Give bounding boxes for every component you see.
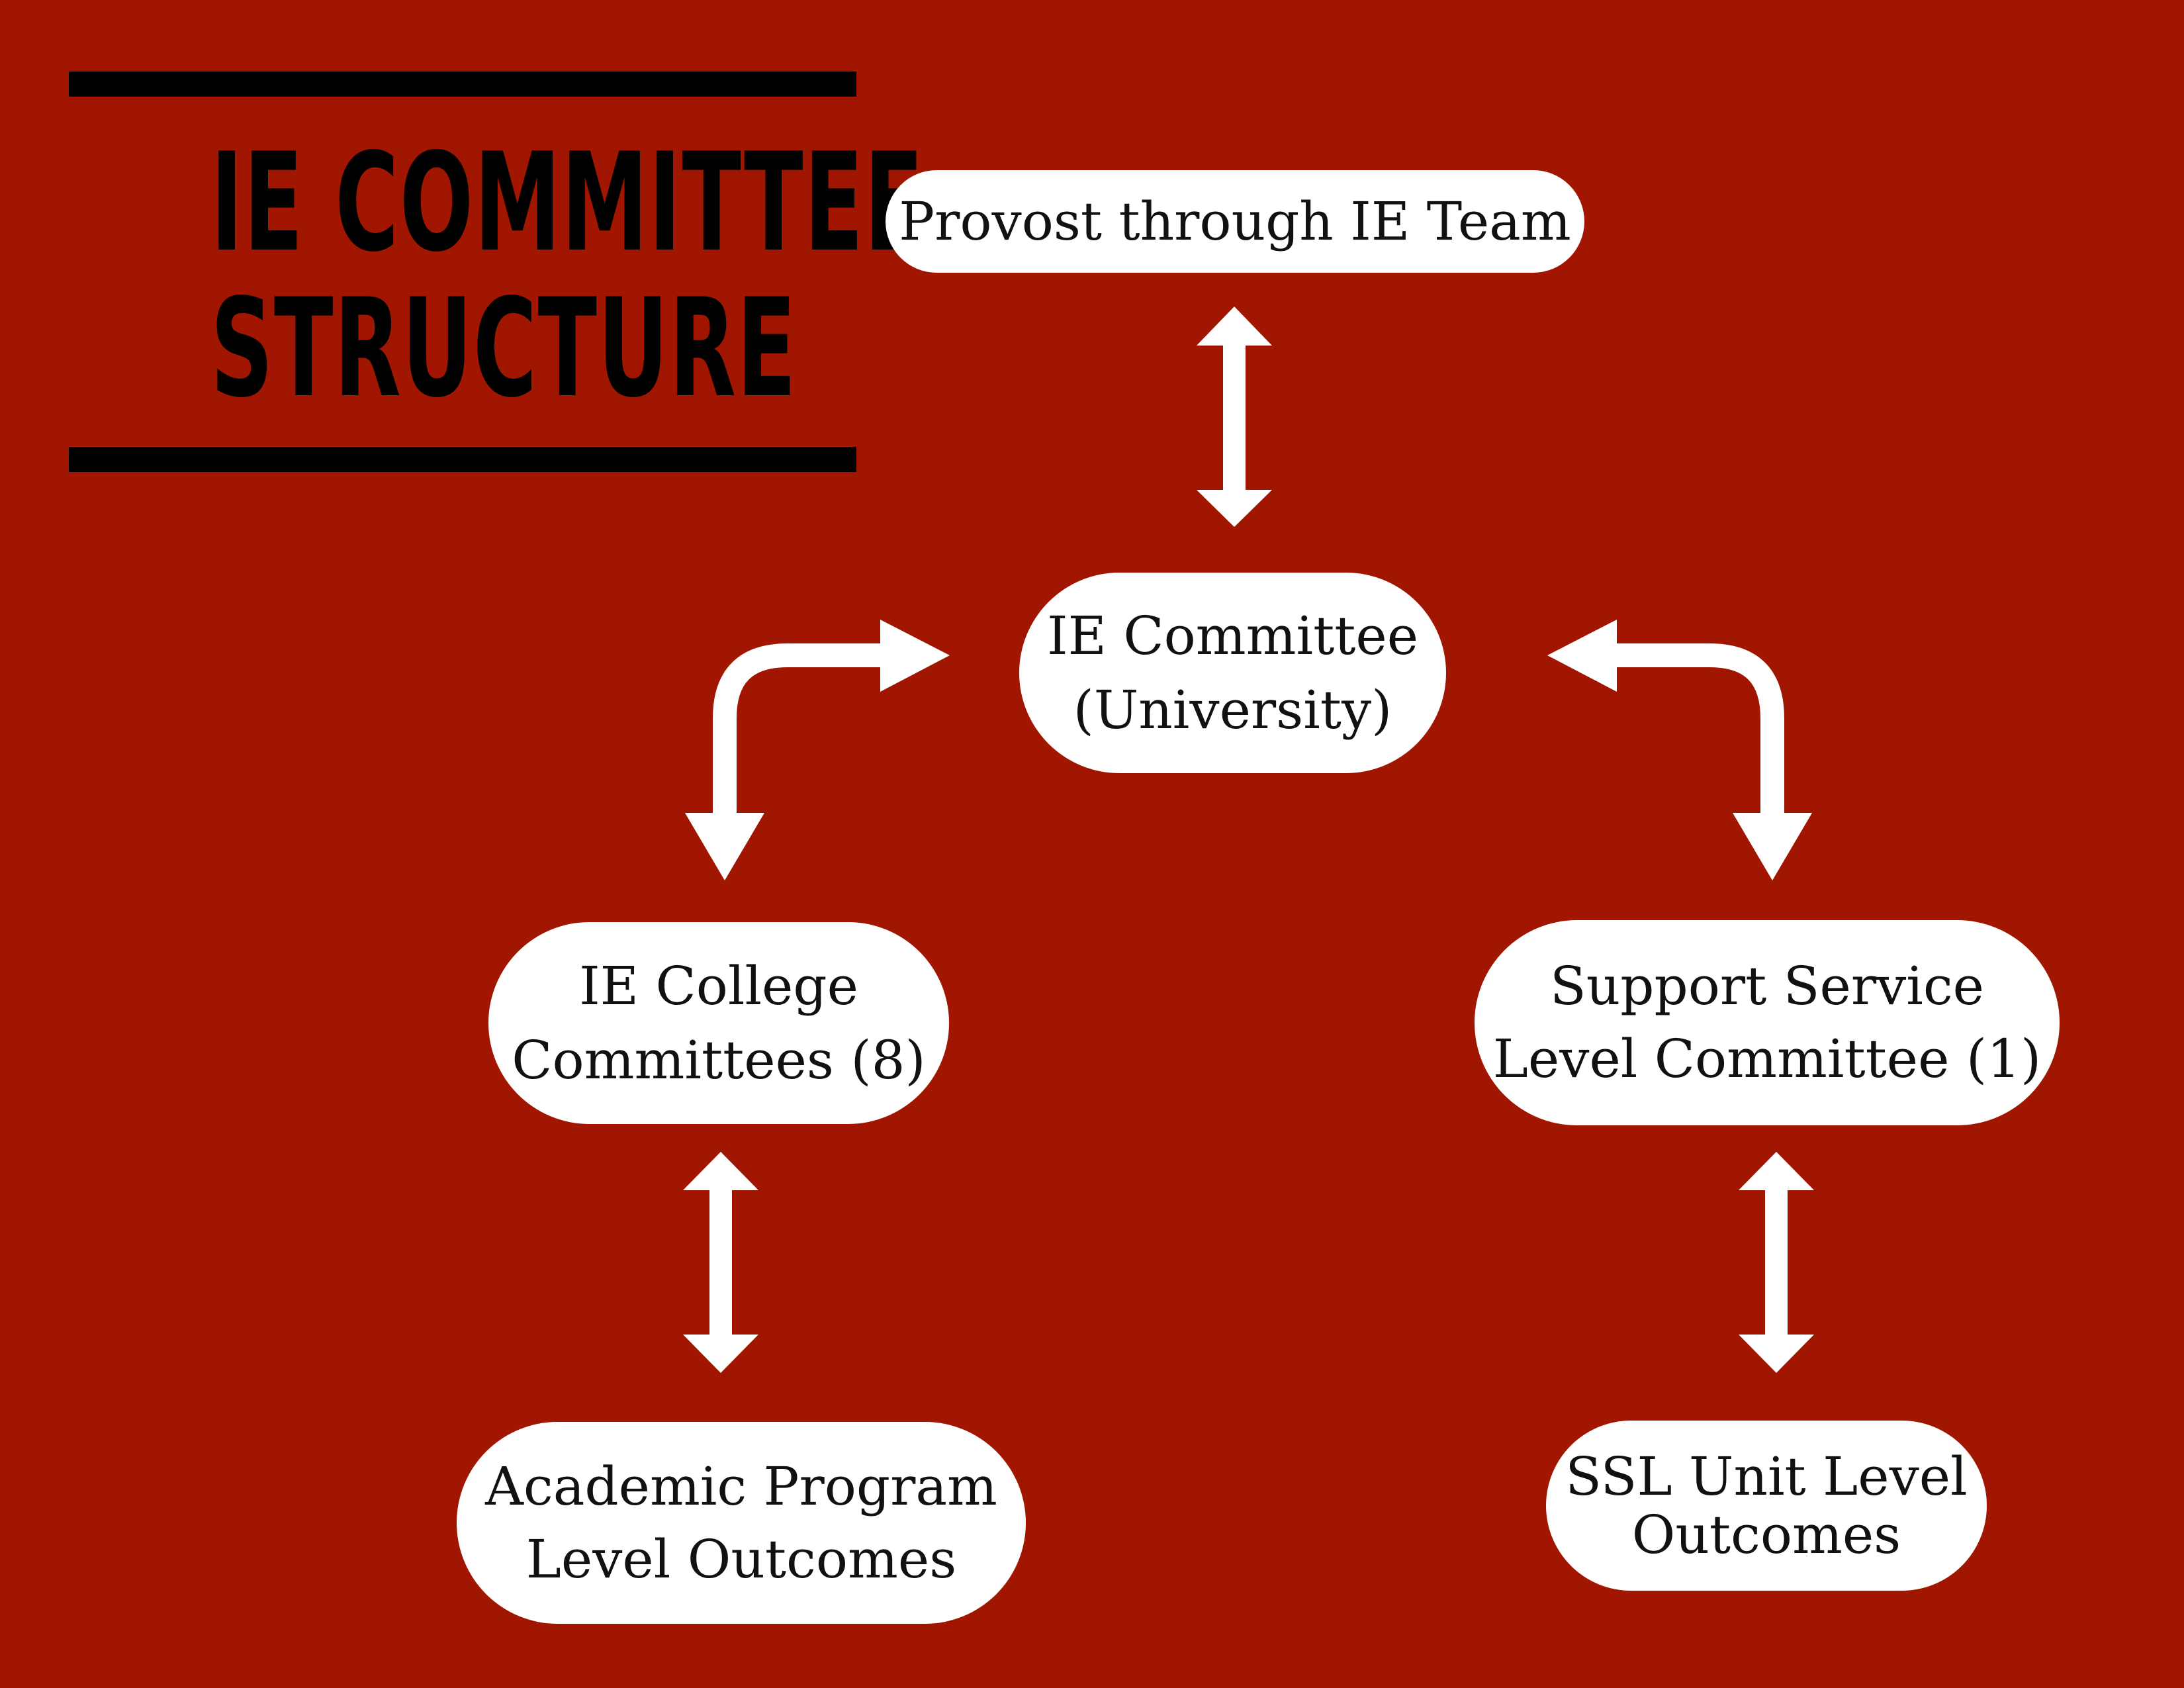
arrow-ie-committee-college [685, 620, 950, 880]
title-bottom-rule [69, 447, 856, 472]
arrow-ie-committee-support [1547, 620, 1812, 880]
node-provost: Provost through IE Team [886, 170, 1584, 273]
node-college-committees: IE College Committees (8) [488, 922, 949, 1124]
node-academic-outcomes-label: Academic Program Level Outcomes [485, 1455, 997, 1590]
arrow-support-ssl [1739, 1152, 1814, 1373]
node-ie-committee: IE Committee (University) [1019, 573, 1446, 773]
arrow-provost-ie-committee [1197, 306, 1272, 527]
node-ie-committee-label: IE Committee (University) [1046, 604, 1419, 741]
node-provost-label: Provost through IE Team [899, 190, 1571, 252]
node-ssl-outcomes: SSL Unit Level Outcomes [1546, 1421, 1987, 1591]
title-top-rule [69, 71, 856, 97]
node-academic-outcomes: Academic Program Level Outcomes [457, 1422, 1026, 1624]
arrow-ie-committee-support-curve [1615, 643, 1784, 816]
node-college-committees-label: IE College Committees (8) [512, 955, 926, 1091]
arrow-college-academic [683, 1152, 758, 1373]
title-line-2: STRUCTURE [210, 270, 797, 428]
node-support-service-label: Support Service Level Committee (1) [1492, 955, 2042, 1090]
arrow-ie-committee-college-curve [713, 643, 882, 816]
node-support-service: Support Service Level Committee (1) [1475, 920, 2060, 1125]
node-ssl-outcomes-label: SSL Unit Level Outcomes [1565, 1445, 1968, 1566]
